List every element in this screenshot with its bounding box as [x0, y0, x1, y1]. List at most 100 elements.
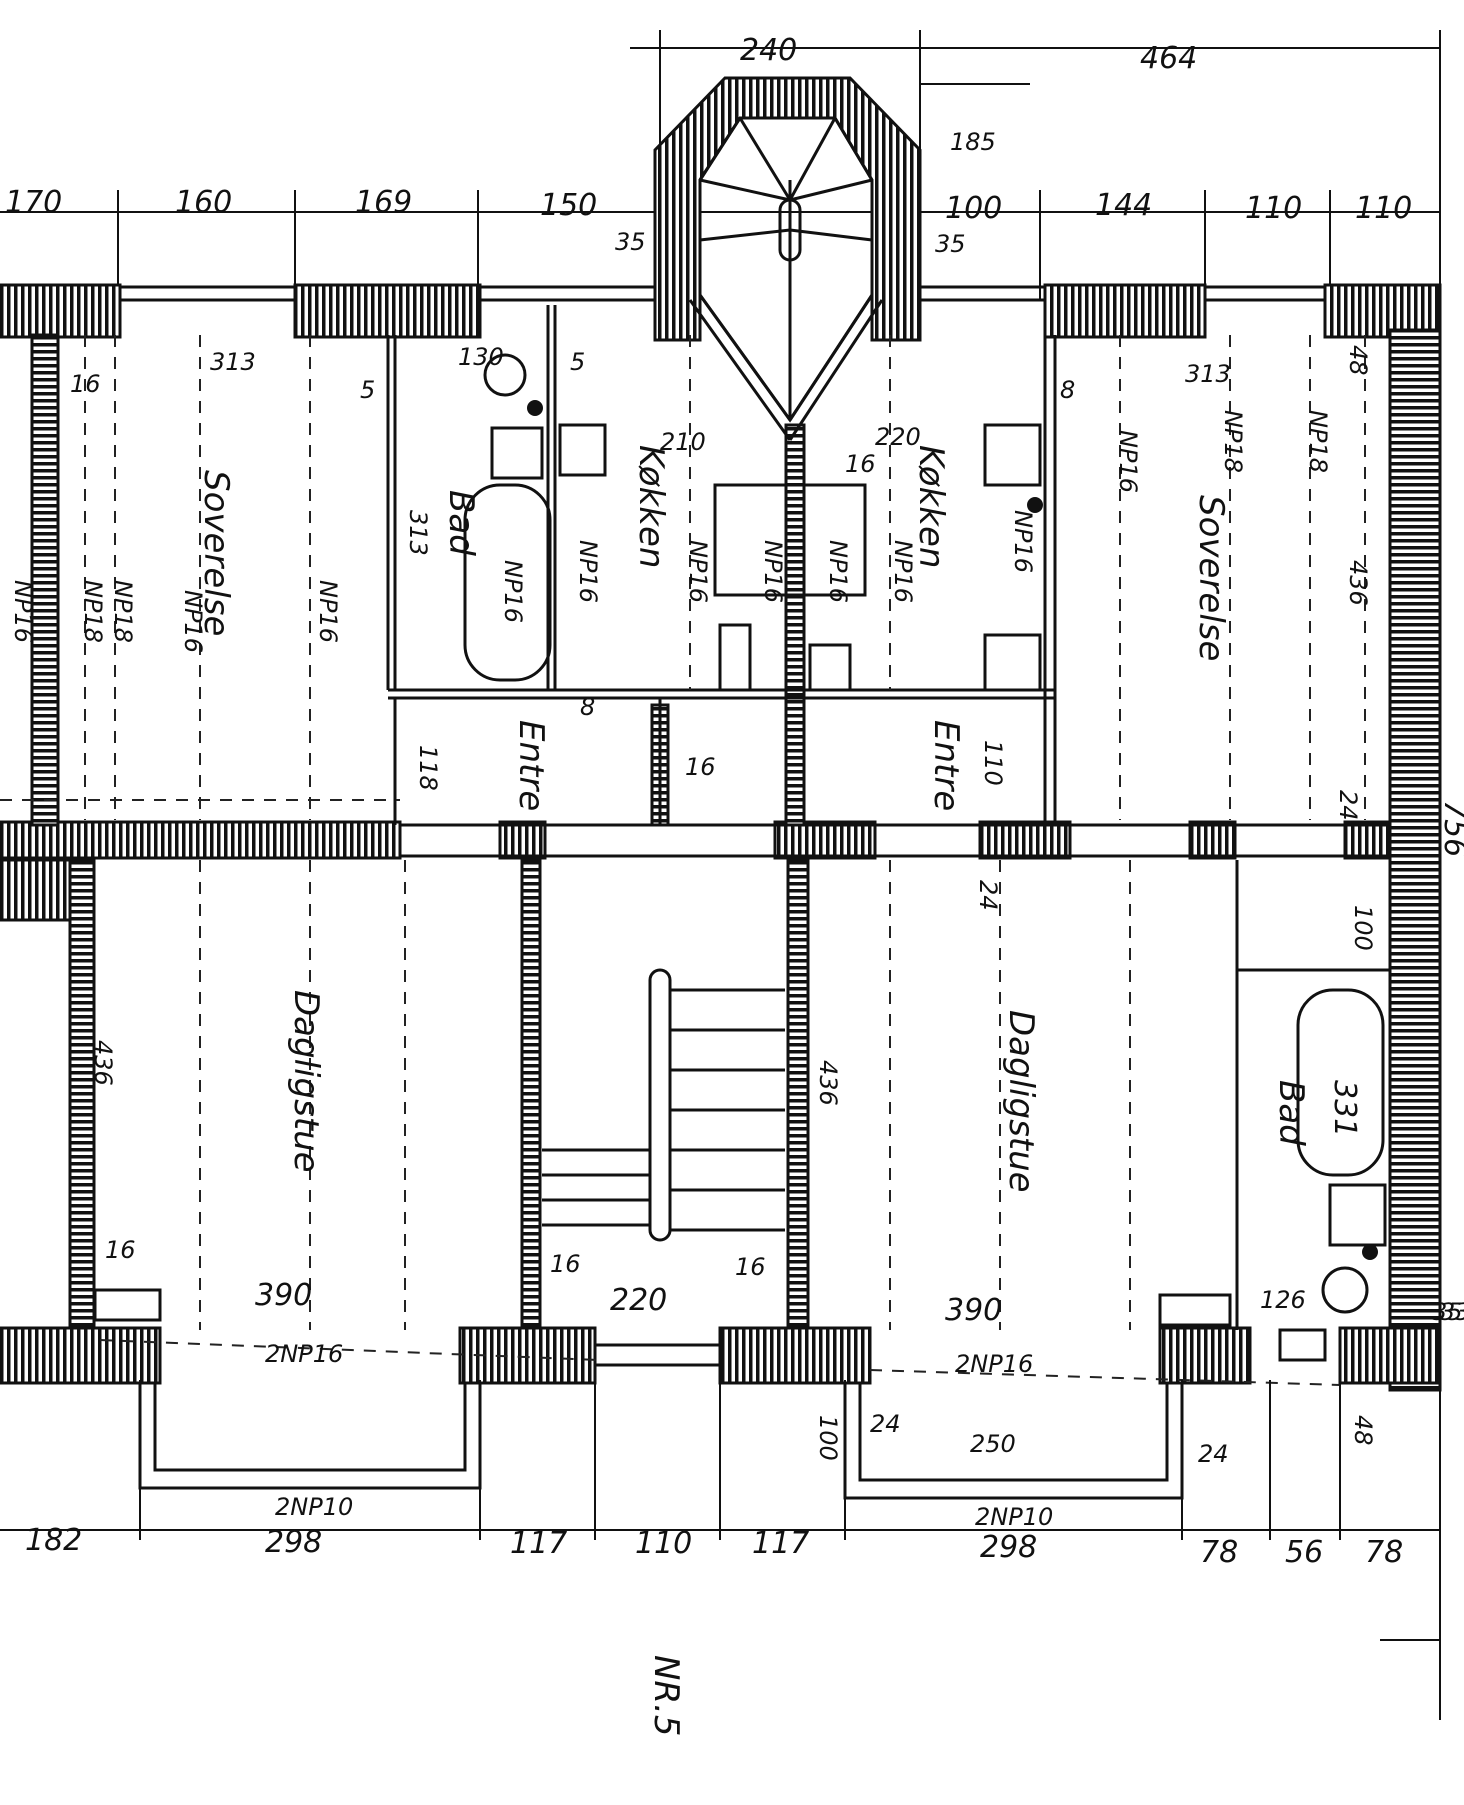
dim-16-a: 16: [70, 370, 101, 398]
dim-210: 210: [660, 428, 706, 456]
dim-331: 331: [1327, 1080, 1362, 1137]
dim-117-a: 117: [510, 1526, 567, 1561]
dim-313-right: 313: [1185, 360, 1231, 388]
side-labels: 756 33: [1437, 800, 1464, 1326]
dim-436-right-top: 436: [1344, 560, 1372, 606]
room-sovevaerelse-right: Soverelse: [1191, 495, 1231, 661]
dim-78-a: 78: [1200, 1535, 1238, 1570]
beam-np16-r1: NP16: [1009, 510, 1037, 573]
dim-33-edge: 33: [1440, 1298, 1464, 1326]
dim-240: 240: [740, 33, 797, 68]
room-kokken-right: Køkken: [911, 445, 951, 568]
dim-436-left: 436: [89, 1040, 117, 1086]
dim-16-d: 16: [550, 1250, 581, 1278]
beam-np16-k4: NP16: [759, 540, 787, 603]
beam-2np10-left: 2NP10: [275, 1493, 353, 1521]
interior-partitions: [93, 305, 1387, 1362]
dim-464: 464: [1140, 41, 1197, 76]
beam-np18-b: NP18: [109, 580, 137, 643]
dim-56: 56: [1285, 1535, 1323, 1570]
dim-130: 130: [458, 343, 504, 371]
dim-110-entre: 110: [979, 740, 1007, 786]
room-bad-right: Bad: [1271, 1080, 1311, 1146]
dim-250: 250: [970, 1430, 1016, 1458]
dim-8-b: 8: [580, 693, 595, 721]
top-dimension-labels: 240 464 170 160 169 150 100 144 110 110 …: [5, 33, 1412, 258]
dim-35-a: 35: [615, 228, 646, 256]
dim-110-a: 110: [1245, 191, 1302, 226]
beam-np16-k5: NP16: [824, 540, 852, 603]
beam-lines: [0, 335, 1366, 1386]
inner-dimension-labels: 313 313 313 130 210 220 16 16 16 16 16 1…: [70, 343, 1463, 1468]
beam-np18-a: NP18: [79, 580, 107, 643]
beam-np16-k3: NP16: [684, 540, 712, 603]
dim-126: 126: [1260, 1286, 1306, 1314]
dim-16-b: 16: [845, 450, 876, 478]
beam-np18-r2: NP18: [1304, 410, 1332, 473]
dim-185: 185: [950, 128, 996, 156]
dim-150: 150: [540, 188, 597, 223]
beam-np16-k2: NP16: [574, 540, 602, 603]
dim-35-b: 35: [935, 230, 966, 258]
dim-170: 170: [5, 185, 62, 220]
bottom-dimension-labels: 182 298 117 110 117 298 78 56 78: [25, 1523, 1403, 1570]
beam-np16-r1b: NP16: [1114, 430, 1142, 493]
stair-tower: [653, 76, 922, 441]
room-entre-left: Entre: [511, 720, 551, 811]
dim-756-edge: 756: [1437, 800, 1464, 857]
beam-2np16-right: 2NP16: [955, 1350, 1033, 1378]
dim-16-f: 16: [105, 1236, 136, 1264]
dim-78-b: 78: [1365, 1535, 1403, 1570]
dim-35-right: 35: [1432, 1298, 1463, 1326]
beam-2np16-left: 2NP16: [265, 1340, 343, 1368]
dim-313-bad: 313: [404, 510, 432, 556]
dim-436-mid: 436: [814, 1060, 842, 1106]
dim-110-b: 110: [1355, 191, 1412, 226]
dim-48-top: 48: [1344, 345, 1372, 376]
dim-313-left: 313: [210, 348, 256, 376]
beam-np16-k6: NP16: [889, 540, 917, 603]
dim-24-a: 24: [974, 880, 1002, 911]
room-kokken-left: Køkken: [631, 445, 671, 568]
dim-8-a: 8: [1060, 376, 1075, 404]
dim-48-bottom: 48: [1349, 1415, 1377, 1446]
dim-220-kitchen: 220: [875, 423, 921, 451]
room-sovevaerelse-left: Soverelse: [196, 470, 236, 636]
dim-24-b: 24: [1334, 790, 1362, 821]
dim-390-left: 390: [255, 1278, 312, 1313]
dim-24-d: 24: [1198, 1440, 1229, 1468]
bottom-dimension-lines: [0, 1380, 1440, 1641]
dim-169: 169: [355, 185, 412, 220]
beam-2np10-right: 2NP10: [975, 1503, 1053, 1531]
room-entre-right: Entre: [926, 720, 966, 811]
beam-np16-b: NP16: [179, 590, 207, 653]
dim-100-b: 100: [814, 1415, 842, 1461]
room-dagligstue-right: Dagligstue: [1001, 1010, 1041, 1193]
beam-np16-k1: NP16: [499, 560, 527, 623]
room-labels: Soverelse Soverelse Bad Køkken Køkken En…: [196, 445, 1311, 1193]
dim-298-left: 298: [265, 1525, 322, 1560]
dim-118: 118: [414, 745, 442, 791]
dim-117-b: 117: [752, 1526, 809, 1561]
beam-np18-r: NP18: [1219, 410, 1247, 473]
dim-220-stair: 220: [610, 1283, 667, 1318]
dim-144: 144: [1095, 188, 1152, 223]
dim-5-b: 5: [570, 348, 585, 376]
dim-16-e: 16: [735, 1253, 766, 1281]
dim-100: 100: [945, 191, 1002, 226]
dim-110-bottom: 110: [635, 1526, 692, 1561]
beam-np16-c: NP16: [314, 580, 342, 643]
dim-5-a: 5: [360, 376, 375, 404]
room-dagligstue-left: Dagligstue: [286, 990, 326, 1173]
dim-160: 160: [175, 185, 232, 220]
dim-390-right: 390: [945, 1293, 1002, 1328]
dim-24-c: 24: [870, 1410, 901, 1438]
room-bad-top: Bad: [441, 490, 481, 556]
plan-number: NR.5: [646, 1655, 686, 1737]
dim-182: 182: [25, 1523, 82, 1558]
dim-100-a: 100: [1349, 905, 1377, 951]
beam-labels: NP16 NP18 NP18 NP16 NP16 NP16 NP16 NP16 …: [9, 410, 1332, 1531]
dim-298-right: 298: [980, 1530, 1037, 1565]
beam-np16-a: NP16: [9, 580, 37, 643]
